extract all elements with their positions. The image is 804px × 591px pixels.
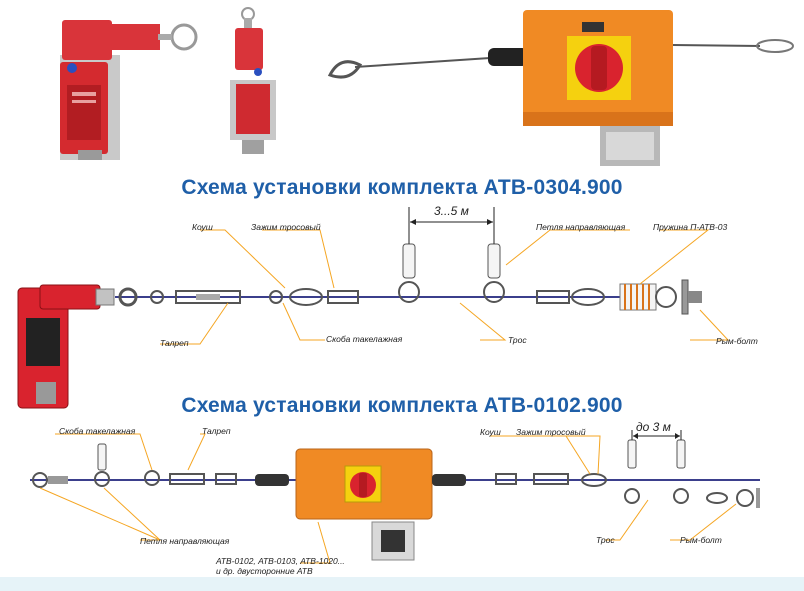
d1-label-skoba: Скоба такелажная (326, 334, 403, 344)
diagram2-leaders (39, 433, 737, 564)
d2-label-rym: Рым-болт (680, 535, 722, 545)
diagram1-leaders (160, 229, 730, 345)
orange-switch-photo (327, 10, 794, 166)
d1-label-rym: Рым-болт (716, 336, 758, 346)
d2-label-skoba: Скоба такелажная (59, 426, 136, 436)
d1-label-pruzhina: Пружина П-АТВ-03 (653, 222, 728, 232)
d2-label-koush: Коуш (480, 427, 501, 437)
d2-label-zazhim: Зажим тросовый (516, 427, 586, 437)
switch-photo-2 (230, 7, 276, 154)
footer-bar (0, 577, 804, 591)
d2-label-tros: Трос (596, 535, 615, 545)
d2-label-talrep: Талреп (202, 426, 231, 436)
switch-photo-1 (60, 20, 198, 160)
d1-label-tros: Трос (508, 335, 527, 345)
diagram2-orange-box (295, 448, 433, 561)
d1-label-koush: Коуш (192, 222, 213, 232)
d1-label-talrep: Талреп (160, 338, 189, 348)
d1-label-petlya: Петля направляющая (536, 222, 626, 232)
d2-label-petlya: Петля направляющая (140, 536, 230, 546)
d1-label-zazhim: Зажим тросовый (251, 222, 321, 232)
d2-label-distance: до 3 м (636, 420, 671, 434)
diagram2-title: Схема установки комплекта АТВ-0102.900 (181, 394, 623, 417)
d2-label-atv-line1: АТВ-0102, АТВ-0103, АТВ-1020... (216, 556, 345, 566)
d2-label-atv-line2: и др. двусторонние АТВ (216, 566, 313, 576)
diagram1-title: Схема установки комплекта АТВ-0304.900 (181, 176, 623, 199)
diagram1-spring (619, 283, 657, 311)
d1-label-distance: 3...5 м (434, 204, 469, 218)
diagram1-red-switch (17, 284, 115, 409)
